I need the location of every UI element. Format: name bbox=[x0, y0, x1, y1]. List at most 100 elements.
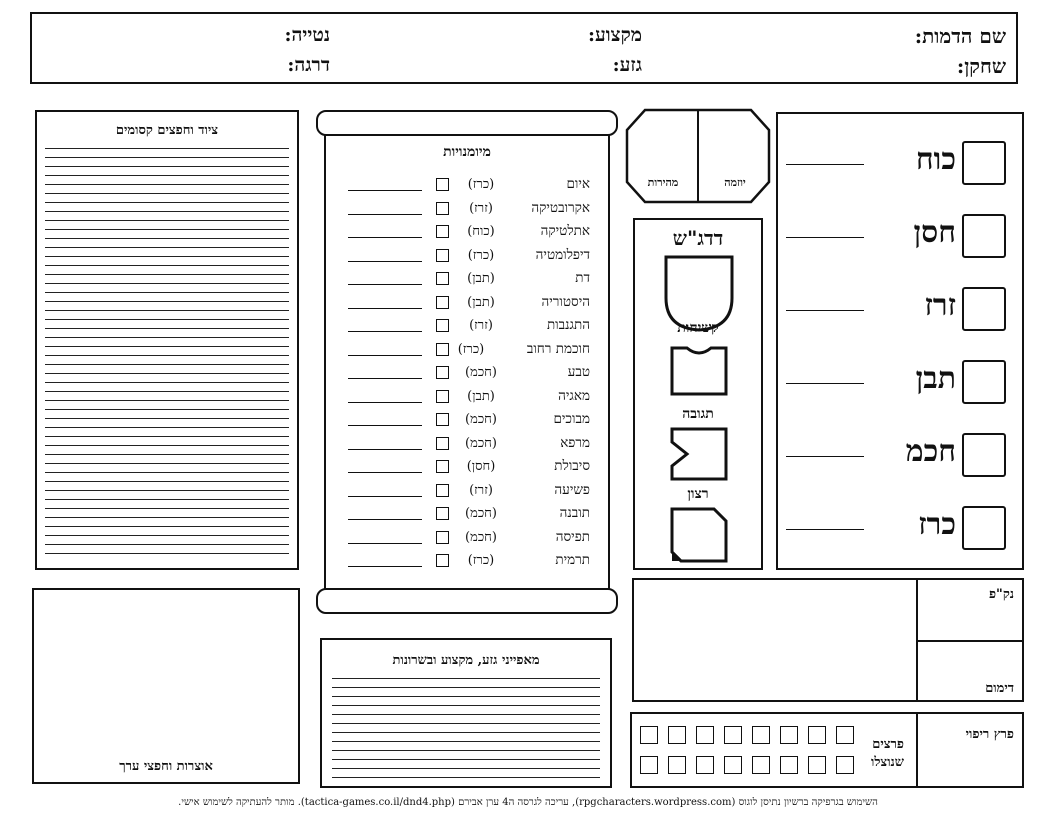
skill-trained-checkbox[interactable] bbox=[436, 507, 449, 520]
ability-name: כרז bbox=[918, 507, 956, 542]
ability-name: תבן bbox=[915, 361, 956, 396]
skill-trained-checkbox[interactable] bbox=[436, 225, 449, 238]
skill-row: (כרז)תרמית bbox=[326, 552, 608, 575]
surge-checkbox[interactable] bbox=[808, 756, 826, 774]
ability-score-box[interactable] bbox=[962, 287, 1006, 331]
skill-trained-checkbox[interactable] bbox=[436, 530, 449, 544]
ability-modifier-line[interactable] bbox=[786, 456, 864, 457]
ability-modifier-line[interactable] bbox=[786, 529, 864, 530]
skill-row: (חסן)סיבולת bbox=[326, 458, 608, 481]
skill-value-line[interactable] bbox=[348, 495, 422, 497]
skill-trained-checkbox[interactable] bbox=[436, 483, 449, 497]
surge-checkbox[interactable] bbox=[808, 726, 826, 744]
skill-attr: (זרז) bbox=[469, 200, 493, 216]
skill-value-line[interactable] bbox=[348, 425, 422, 426]
surge-checkbox[interactable] bbox=[696, 726, 714, 744]
hp-divider-vertical bbox=[916, 580, 918, 700]
ability-modifier-line[interactable] bbox=[786, 237, 864, 238]
skill-value-line[interactable] bbox=[348, 378, 422, 379]
skill-value-line[interactable] bbox=[348, 401, 422, 403]
skills-scroll-top bbox=[316, 110, 618, 136]
skill-attr: (חכמ) bbox=[465, 529, 497, 545]
skill-value-line[interactable] bbox=[348, 472, 422, 473]
ability-score-box[interactable] bbox=[962, 214, 1006, 258]
fortitude-label: קשיחות bbox=[677, 320, 719, 336]
ability-score-box[interactable] bbox=[962, 141, 1006, 185]
surge-checkbox[interactable] bbox=[640, 756, 658, 774]
skill-trained-checkbox[interactable] bbox=[436, 366, 449, 379]
skill-value-line[interactable] bbox=[348, 448, 422, 450]
surge-checkbox[interactable] bbox=[780, 726, 798, 744]
skill-value-line[interactable] bbox=[348, 354, 422, 356]
skill-row: (חכמ) מבוכים bbox=[326, 411, 608, 434]
skill-trained-checkbox[interactable] bbox=[436, 389, 449, 403]
skill-name: תפיסה bbox=[555, 528, 590, 545]
ability-modifier-line[interactable] bbox=[786, 310, 864, 311]
ability-row: זרז bbox=[778, 284, 1022, 334]
skill-trained-checkbox[interactable] bbox=[436, 178, 449, 191]
ability-score-box[interactable] bbox=[962, 506, 1006, 550]
surge-checkbox[interactable] bbox=[668, 726, 686, 744]
skills-title: מיומנויות bbox=[443, 144, 491, 160]
racial-lines[interactable] bbox=[332, 670, 600, 780]
skill-trained-checkbox[interactable] bbox=[436, 272, 449, 285]
skill-attr: (חכמ) bbox=[465, 365, 497, 380]
skill-trained-checkbox[interactable] bbox=[436, 295, 449, 309]
skill-value-line[interactable] bbox=[348, 237, 422, 238]
skill-trained-checkbox[interactable] bbox=[436, 460, 449, 473]
class-label: מקצוע: bbox=[587, 24, 642, 46]
skill-trained-checkbox[interactable] bbox=[436, 436, 449, 450]
ability-score-box[interactable] bbox=[962, 433, 1006, 477]
skill-value-line[interactable] bbox=[348, 519, 422, 520]
skill-value-line[interactable] bbox=[348, 331, 422, 332]
skill-value-line[interactable] bbox=[348, 566, 422, 567]
skill-value-line[interactable] bbox=[348, 284, 422, 285]
skill-trained-checkbox[interactable] bbox=[436, 554, 449, 567]
ability-row: כרז bbox=[778, 503, 1022, 553]
skill-name: אקרובטיקה bbox=[531, 199, 590, 216]
surge-checkbox[interactable] bbox=[696, 756, 714, 774]
skill-attr: (חכמ) bbox=[465, 412, 497, 427]
skill-name: מבוכים bbox=[553, 411, 590, 427]
ability-modifier-line[interactable] bbox=[786, 164, 864, 165]
skill-name: היסטוריה bbox=[541, 293, 590, 310]
surge-checkbox[interactable] bbox=[724, 726, 742, 744]
skill-attr: (כרז) bbox=[467, 177, 495, 192]
surge-checkbox[interactable] bbox=[724, 756, 742, 774]
surge-checkbox[interactable] bbox=[780, 756, 798, 774]
armor-class-shield-icon bbox=[664, 255, 734, 332]
surge-value-label: פרץ ריפוי bbox=[965, 727, 1014, 742]
reflex-label: תגובה bbox=[682, 406, 714, 422]
init-speed-octagon bbox=[625, 108, 771, 204]
surge-checkbox[interactable] bbox=[836, 756, 854, 774]
racial-panel: מאפייני גזע, מקצוע ובשרונות bbox=[320, 638, 612, 788]
surge-checkbox[interactable] bbox=[836, 726, 854, 744]
equipment-lines[interactable] bbox=[45, 140, 289, 558]
skill-value-line[interactable] bbox=[348, 260, 422, 262]
skill-value-line[interactable] bbox=[348, 190, 422, 191]
skill-attr: (תבן) bbox=[467, 271, 495, 286]
skill-row: (חכמ)תובנה bbox=[326, 505, 608, 528]
surge-checkbox[interactable] bbox=[752, 756, 770, 774]
will-label: רצון bbox=[687, 486, 709, 502]
skill-trained-checkbox[interactable] bbox=[436, 319, 449, 332]
surge-checkbox[interactable] bbox=[752, 726, 770, 744]
skill-trained-checkbox[interactable] bbox=[436, 342, 449, 356]
initiative-label: יוזמה bbox=[724, 176, 746, 189]
ability-name: זרז bbox=[924, 288, 956, 323]
skills-scroll-bottom bbox=[316, 588, 618, 614]
skill-trained-checkbox[interactable] bbox=[436, 413, 449, 426]
surge-checkbox[interactable] bbox=[640, 726, 658, 744]
hp-notes-area[interactable] bbox=[634, 580, 916, 700]
surge-checkbox[interactable] bbox=[668, 756, 686, 774]
skill-trained-checkbox[interactable] bbox=[436, 248, 449, 262]
skill-value-line[interactable] bbox=[348, 307, 422, 309]
skill-trained-checkbox[interactable] bbox=[436, 201, 449, 215]
skill-name: מאגיה bbox=[558, 387, 590, 404]
ability-score-box[interactable] bbox=[962, 360, 1006, 404]
skill-value-line[interactable] bbox=[348, 213, 422, 215]
skill-name: דיפלומטיה bbox=[535, 246, 590, 263]
skill-value-line[interactable] bbox=[348, 542, 422, 544]
ability-modifier-line[interactable] bbox=[786, 383, 864, 384]
skill-attr: (זרז) bbox=[469, 318, 493, 333]
